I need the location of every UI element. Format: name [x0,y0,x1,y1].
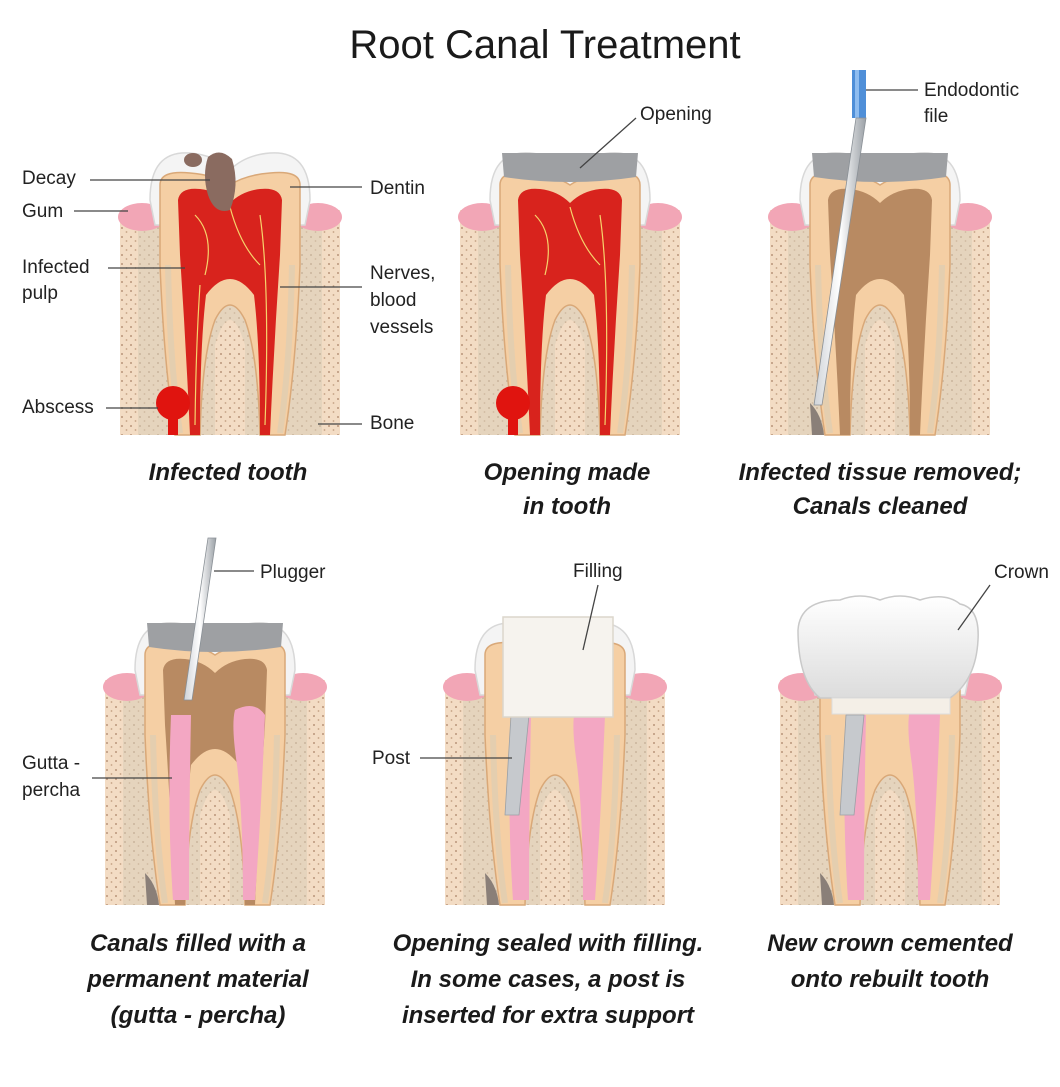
svg-text:vessels: vessels [370,317,433,338]
caption-filled-line-1: Canals filled with a [90,930,306,957]
caption-filled-line-3: (gutta - percha) [111,1002,286,1029]
panel-3-labels: Endodontic file [866,80,1019,127]
caption-sealed-line-2: In some cases, a post is [411,966,686,993]
endodontic-file-icon [813,70,867,406]
svg-text:Decay: Decay [22,168,76,189]
svg-text:Filling: Filling [573,561,623,582]
caption-sealed-line-1: Opening sealed with filling. [393,930,704,957]
svg-text:Bone: Bone [370,413,414,434]
caption-opening-line-2: in tooth [523,493,611,520]
caption-opening-line-1: Opening made [484,459,651,486]
caption-filled-line-2: permanent material [86,966,310,993]
panel-infected-tooth [118,152,342,435]
decay-icon [205,152,236,211]
svg-text:Opening: Opening [640,104,712,125]
svg-text:Nerves,: Nerves, [370,263,435,284]
svg-text:blood: blood [370,290,417,311]
svg-text:Gutta -: Gutta - [22,753,80,774]
svg-text:Plugger: Plugger [260,562,326,583]
page-title: Root Canal Treatment [349,23,740,67]
caption-crown-line-1: New crown cemented [767,930,1014,957]
svg-text:Endodontic: Endodontic [924,80,1019,101]
caption-cleaned-line-2: Canals cleaned [793,493,969,520]
panel-canals-cleaned [768,153,992,435]
caption-crown-line-2: onto rebuilt tooth [791,966,990,993]
panel-new-crown [778,623,1002,905]
panel-6-labels: Crown [957,562,1049,631]
opening-icon [502,153,638,182]
svg-text:file: file [924,106,948,127]
svg-text:pulp: pulp [22,283,58,304]
svg-text:Abscess: Abscess [22,397,94,418]
caption-cleaned-line-1: Infected tissue removed; [739,459,1022,486]
filling-icon [502,616,614,718]
panel-2-labels: Opening [579,104,712,169]
panel-canals-filled [103,623,327,905]
svg-text:Crown: Crown [994,562,1049,583]
panel-opening-made [458,153,682,435]
svg-text:Dentin: Dentin [370,178,425,199]
panel-4-labels: Plugger Gutta - percha [22,562,326,801]
svg-text:percha: percha [22,780,81,801]
caption-infected-tooth: Infected tooth [149,459,308,486]
panel-5-labels: Filling Post [372,561,623,769]
panel-1-labels: Decay Gum Infected pulp Abscess Dentin N… [22,168,435,434]
panel-filling-post [443,616,667,905]
plugger-icon [183,537,217,701]
svg-text:Post: Post [372,748,411,769]
crown-icon [797,595,979,699]
caption-sealed-line-3: inserted for extra support [402,1002,695,1029]
svg-text:Infected: Infected [22,257,90,278]
svg-text:Gum: Gum [22,201,63,222]
